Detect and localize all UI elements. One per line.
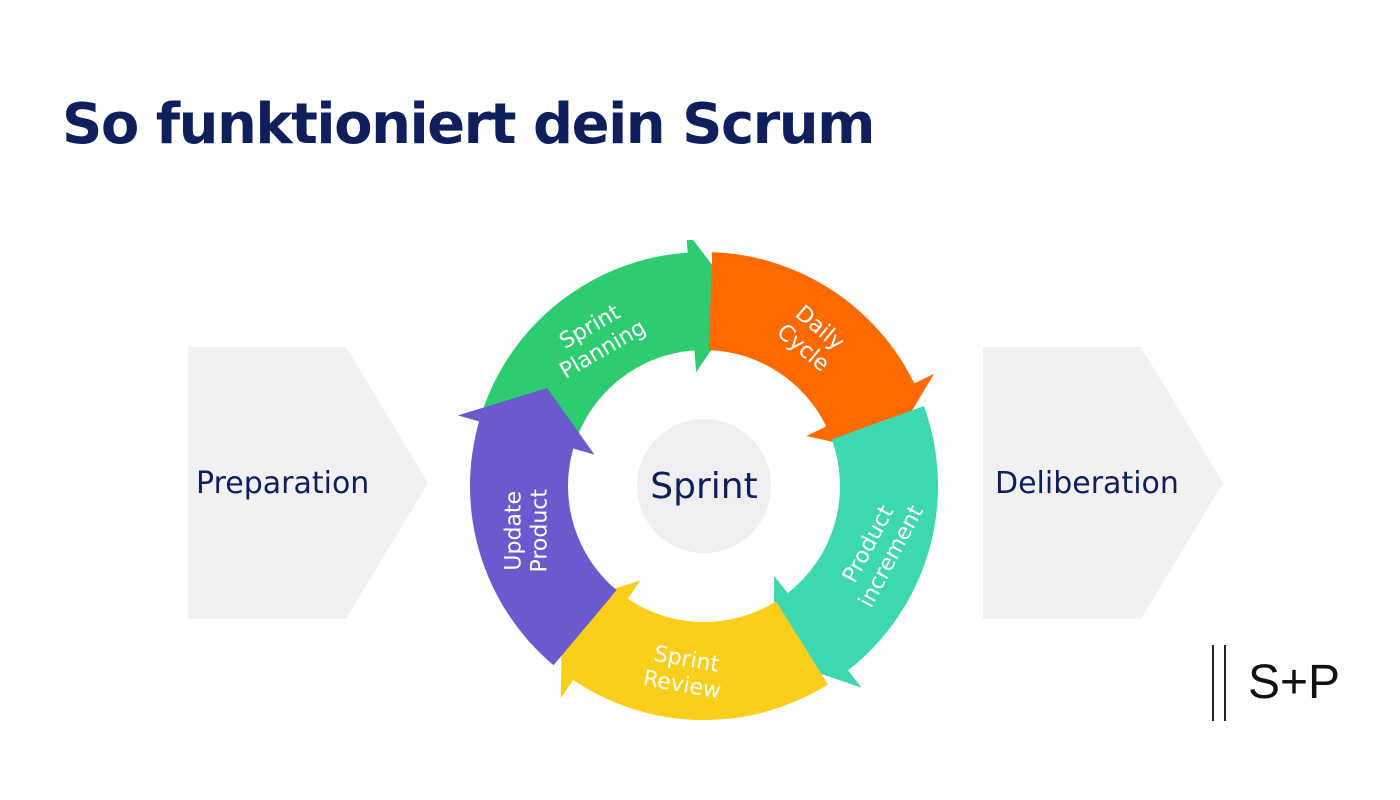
step-label-line: Product bbox=[527, 489, 552, 573]
arrow-sprint-review bbox=[560, 580, 829, 720]
chevron-shape bbox=[983, 347, 1223, 619]
arrow-daily-cycle bbox=[708, 252, 935, 454]
step-label-line: Update bbox=[501, 491, 526, 571]
logo-text: S+P bbox=[1248, 656, 1341, 709]
chevron-shape bbox=[188, 347, 428, 619]
center-circle bbox=[637, 419, 771, 553]
logo-bar bbox=[1212, 645, 1214, 721]
phase-label: Preparation bbox=[196, 465, 370, 501]
phase-deliberation: Deliberation bbox=[983, 347, 1223, 619]
page-title: So funktioniert dein Scrum bbox=[62, 92, 876, 157]
logo-bar bbox=[1224, 645, 1226, 721]
arrow-product-increment bbox=[773, 405, 938, 688]
phase-label: Deliberation bbox=[995, 465, 1179, 501]
sp-logo: S+P bbox=[1212, 645, 1352, 721]
phase-preparation: Preparation bbox=[188, 347, 428, 619]
center-label: Sprint bbox=[650, 466, 757, 507]
arrow-update-product bbox=[457, 387, 617, 666]
